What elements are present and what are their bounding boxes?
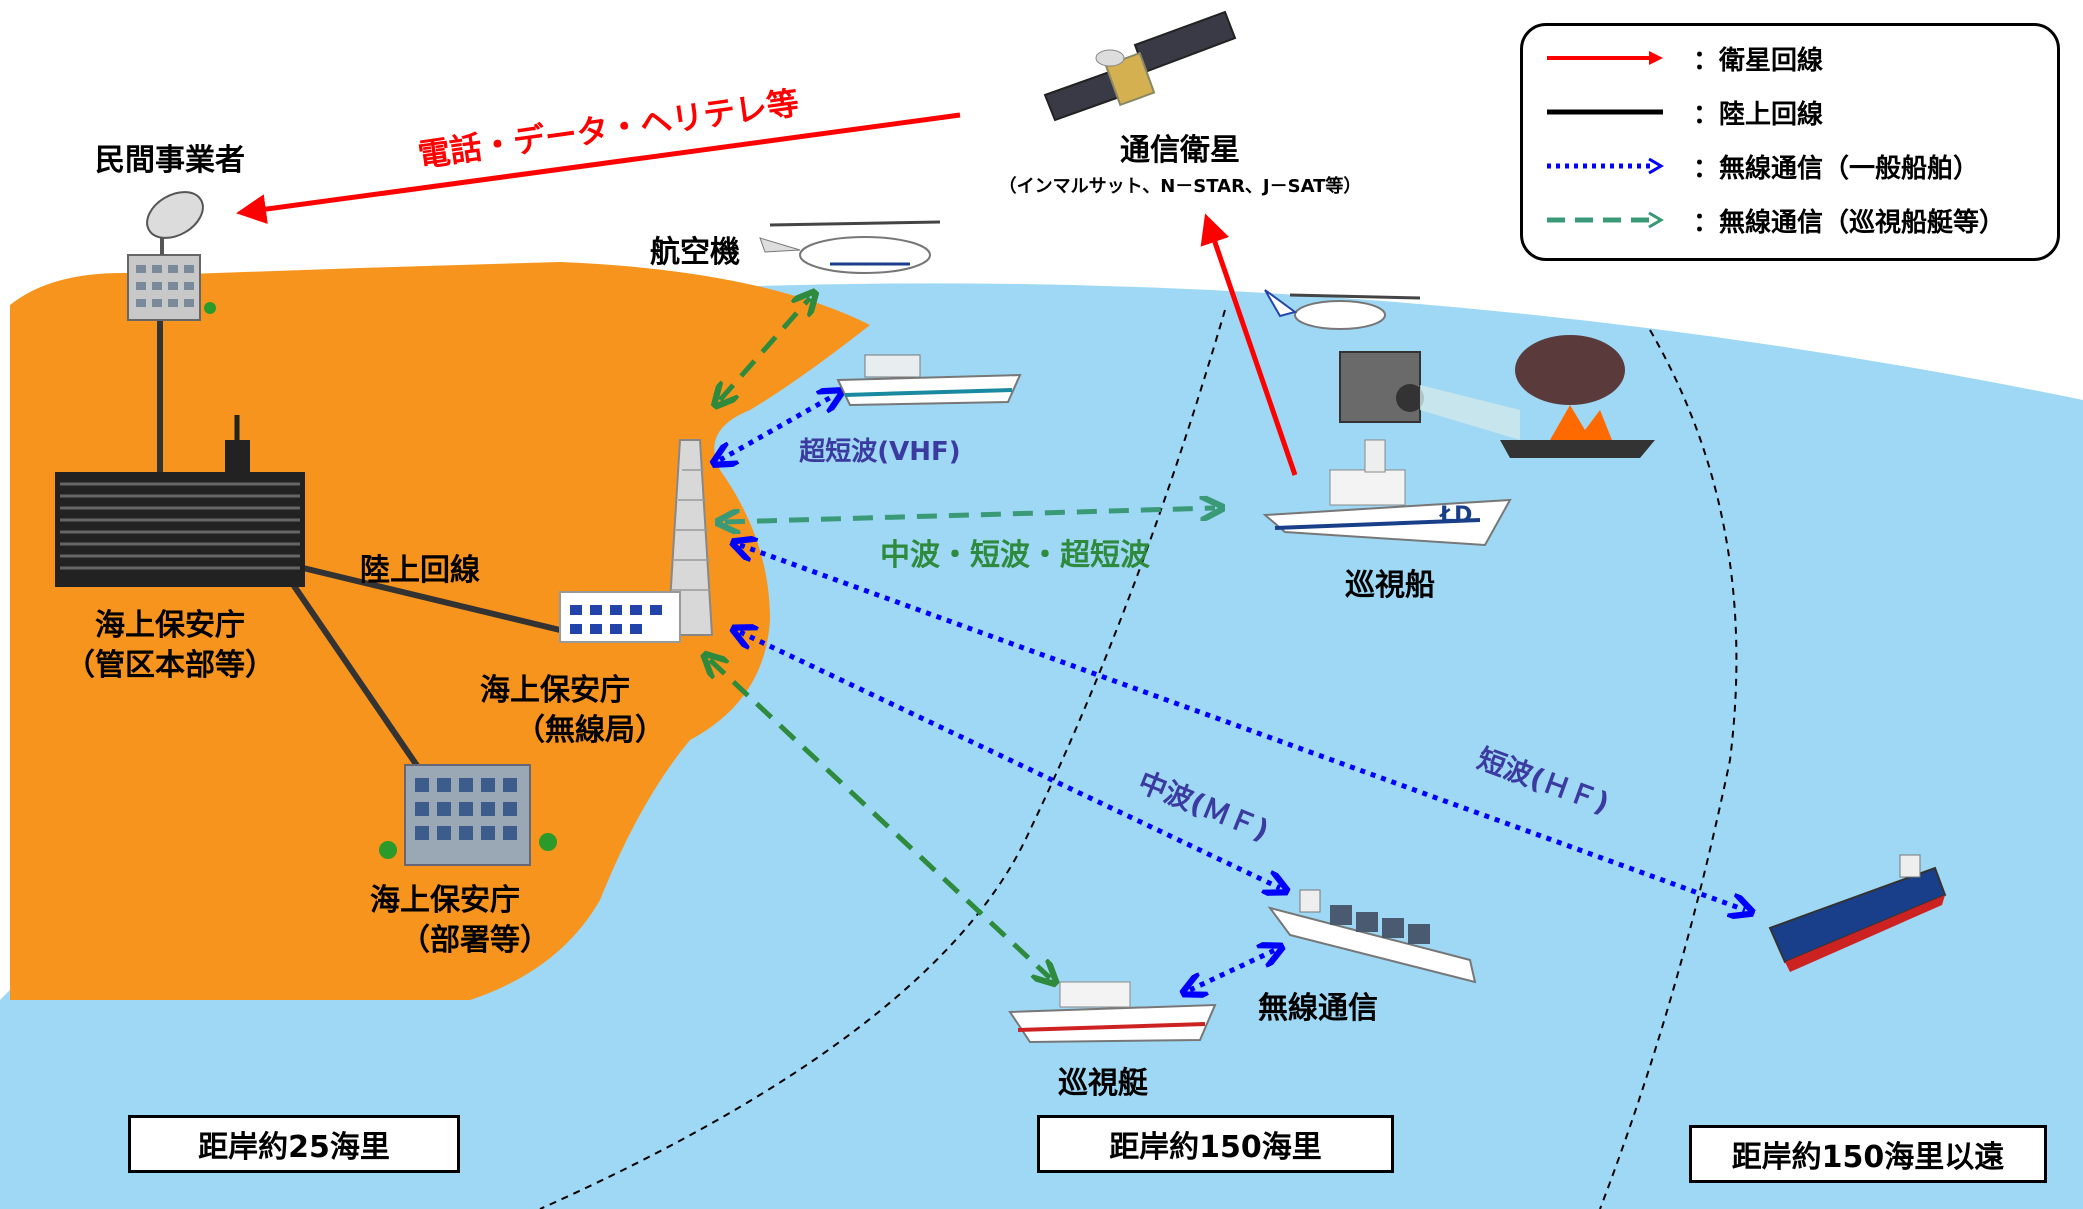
svg-text:ŁD: ŁD — [1439, 503, 1472, 528]
legend-label-patrol: ：無線通信（巡視船艇等） — [1693, 207, 2006, 238]
satellite-link-operator — [236, 112, 961, 225]
land-line-hq-office — [287, 578, 423, 772]
general-radio-boat-cargo — [1190, 950, 1275, 990]
private-operator-label: 民間事業者 — [95, 143, 245, 178]
legend-swatch-satellite — [1547, 51, 1663, 65]
legend-label-satellite: ：衛星回線 — [1693, 45, 1824, 76]
hq-label-line2: （管区本部等） — [65, 648, 275, 683]
distance-box-25nm: 距岸約25海里 — [128, 1115, 460, 1173]
land-line-hq-station — [269, 557, 561, 633]
legend-swatch-patrol — [1547, 211, 1664, 229]
distance-box-beyond-150nm: 距岸約150海里以遠 — [1689, 1125, 2047, 1183]
radio-station-label-line1: 海上保安庁 — [480, 673, 630, 708]
camera-icon — [1339, 351, 1520, 440]
satellite-title-label: 通信衛星 — [1120, 133, 1240, 168]
land-line-label: 陸上回線 — [360, 553, 480, 588]
legend-label-general: ：無線通信（一般船舶） — [1693, 153, 1980, 184]
patrol-ship-label: 巡視船 — [1345, 568, 1435, 603]
radio-comm-label: 無線通信 — [1258, 991, 1378, 1026]
cargo-ship-near — [1267, 889, 1477, 984]
cargo-ship-far — [1768, 854, 1947, 972]
satellite-link-patrol-ship — [1200, 213, 1298, 476]
legend-swatch-land — [1547, 109, 1663, 115]
vhf-label: 超短波(VHF) — [799, 437, 960, 467]
patrol-radio-ship — [725, 508, 1215, 522]
office-label-line2: （部署等） — [400, 923, 550, 958]
radio-station — [559, 439, 714, 643]
patrol-boat — [1008, 981, 1217, 1044]
hq-building — [55, 415, 305, 587]
satellite-icon — [1043, 10, 1237, 122]
aircraft-label: 航空機 — [650, 235, 740, 270]
office-building — [379, 764, 557, 866]
legend-row-patrol: ：無線通信（巡視船艇等） — [1545, 198, 2005, 242]
legend-row-satellite: ：衛星回線 — [1545, 36, 1823, 80]
vessel-near-coast — [836, 354, 1022, 407]
mf-hf-vhf-label: 中波・短波・超短波 — [880, 538, 1151, 573]
legend: ：衛星回線 ：陸上回線 ：無線通信（一般船舶） ：無線通信（巡視船艇等） — [1520, 23, 2060, 261]
radio-station-label-line2: （無線局） — [515, 713, 665, 748]
legend-swatch-general — [1547, 157, 1664, 175]
satellite-sub-label: （インマルサット、N－STAR、J－SAT等） — [999, 175, 1362, 197]
legend-row-land: ：陸上回線 — [1545, 90, 1823, 134]
general-radio-hf — [740, 545, 1745, 910]
burning-ship — [1500, 335, 1655, 458]
legend-label-land: ：陸上回線 — [1693, 99, 1824, 130]
office-label-line1: 海上保安庁 — [370, 883, 520, 918]
patrol-helicopter — [1264, 289, 1421, 330]
general-radio-vhf — [720, 395, 835, 460]
hq-label-line1: 海上保安庁 — [95, 608, 245, 643]
patrol-ship: ŁD — [1262, 439, 1512, 547]
aircraft-helicopter — [759, 220, 941, 274]
legend-row-general: ：無線通信（一般船舶） — [1545, 144, 1979, 188]
distance-box-150nm: 距岸約150海里 — [1037, 1115, 1394, 1173]
patrol-boat-label: 巡視艇 — [1058, 1066, 1148, 1101]
private-operator-building — [127, 191, 216, 321]
patrol-radio-aircraft — [720, 298, 810, 400]
